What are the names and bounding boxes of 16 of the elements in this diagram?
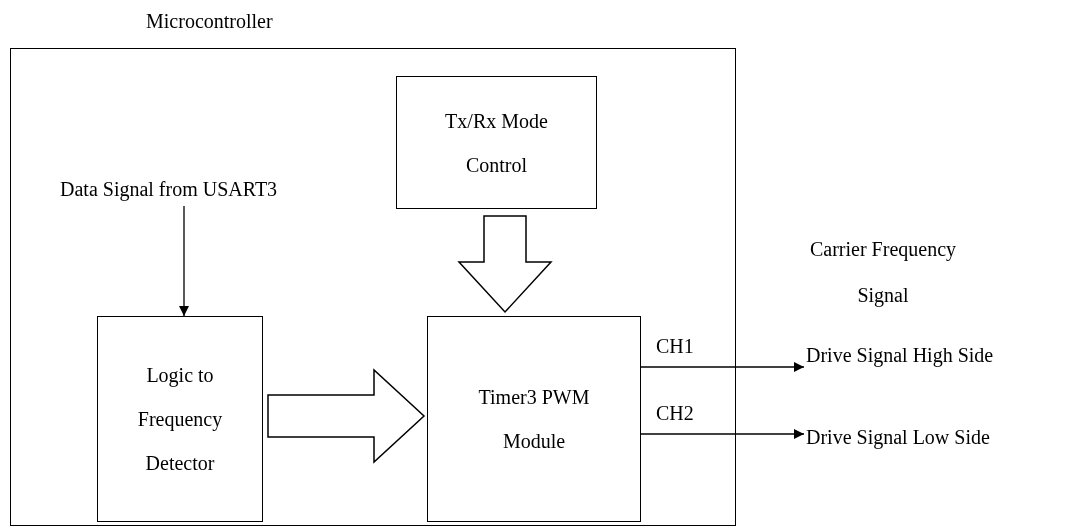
- arrow: [640, 362, 805, 372]
- container-title: Microcontroller: [146, 9, 273, 34]
- box-label: Logic to Frequency Detector: [136, 363, 224, 476]
- box-label: Timer3 PWM Module: [477, 385, 591, 454]
- output-label: Drive Signal High Side: [806, 343, 994, 368]
- hollow-arrow: [267, 368, 426, 464]
- hollow-arrow: [457, 215, 553, 314]
- process-box: [97, 316, 263, 522]
- process-box: [396, 76, 597, 209]
- process-box: [427, 316, 641, 522]
- note-label: Carrier Frequency Signal: [808, 237, 957, 309]
- output-label: Drive Signal Low Side: [806, 425, 990, 450]
- arrow: [640, 429, 805, 439]
- arrow: [179, 205, 189, 317]
- box-label: Tx/Rx Mode Control: [444, 108, 549, 178]
- signal-label: Data Signal from USART3: [60, 177, 278, 202]
